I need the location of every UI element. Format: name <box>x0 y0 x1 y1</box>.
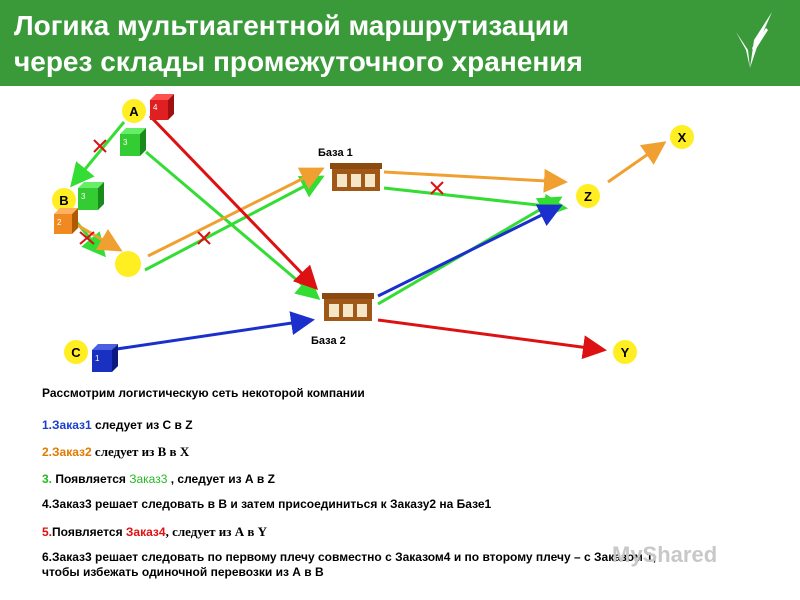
box-1-icon: 1 <box>92 344 118 372</box>
orange-routes <box>71 141 667 258</box>
intermediate-node <box>115 251 141 277</box>
step-2: 2.Заказ2 следует из В в X <box>42 444 189 460</box>
cancel-mark-icon <box>79 231 95 245</box>
box-4-icon: 4 <box>150 94 174 120</box>
box-3-label: 3 <box>123 138 128 147</box>
step-5-pre: Появляется <box>52 525 126 539</box>
node-y-label: Y <box>621 345 630 360</box>
cancel-marks <box>79 139 444 245</box>
logo-icon <box>736 12 772 68</box>
node-x: X <box>670 125 694 149</box>
intro-text: Рассмотрим логистическую сеть некоторой … <box>42 386 365 400</box>
red-routes <box>148 114 607 360</box>
step-1-order: Заказ1 <box>52 418 92 432</box>
step-2-order: Заказ2 <box>52 445 92 459</box>
box-2-label: 2 <box>57 218 62 227</box>
step-2-text: следует из В в X <box>91 444 190 459</box>
node-c: C <box>64 340 88 364</box>
cancel-mark-icon <box>93 139 107 153</box>
step-4: 4.Заказ3 решает следовать в В и затем пр… <box>42 497 492 511</box>
warehouse-base2-icon <box>322 293 374 321</box>
step-1-num: 1. <box>42 418 53 432</box>
step-3-pre: Появляется <box>52 472 130 486</box>
step-5-num: 5. <box>42 525 53 539</box>
box-1-label: 1 <box>95 354 100 363</box>
node-c-label: C <box>71 345 81 360</box>
node-z: Z <box>576 184 600 208</box>
node-a: A <box>122 99 146 123</box>
cancel-mark-icon <box>197 231 211 245</box>
routing-diagram: База 1 База 2 A B C X Z Y 4 <box>52 94 694 372</box>
box-3-icon: 3 <box>120 128 146 156</box>
box-3-at-b-label: 3 <box>81 192 86 201</box>
base1-label: База 1 <box>318 147 353 159</box>
step-3-num: 3. <box>42 472 53 486</box>
step-5: 5.Появляется Заказ4, следует из А в Y <box>42 524 267 540</box>
step-3-order: Заказ3 <box>129 472 168 486</box>
warehouse-base1-icon <box>330 163 382 191</box>
step-3-text: , следует из А в Z <box>167 472 275 486</box>
slide-title: Логика мультиагентной маршрутизации чере… <box>14 8 714 80</box>
step-2-num: 2. <box>42 445 53 459</box>
box-3-at-b-icon: 3 <box>78 182 104 210</box>
step-1: 1.Заказ1 следует из С в Z <box>42 418 193 433</box>
title-line-1: Логика мультиагентной маршрутизации <box>14 10 570 41</box>
step-6-line-2: чтобы избежать одиночной перевозки из А … <box>42 565 324 579</box>
title-line-2: через склады промежуточного хранения <box>14 46 583 77</box>
step-6-line-1: 6.Заказ3 решает следовать по первому пле… <box>42 550 657 564</box>
step-1-text: следует из С в Z <box>91 418 193 432</box>
box-2-icon: 2 <box>54 208 78 234</box>
cancel-mark-icon <box>430 181 444 195</box>
step-5-text: , следует из А в Y <box>165 524 268 539</box>
node-a-label: A <box>129 104 139 119</box>
node-z-label: Z <box>584 189 592 204</box>
box-4-label: 4 <box>153 103 158 112</box>
blue-routes <box>109 204 563 352</box>
base2-label: База 2 <box>311 335 346 347</box>
node-b-label: B <box>59 193 68 208</box>
step-3: 3. Появляется Заказ3 , следует из А в Z <box>42 472 275 487</box>
node-b: B <box>52 188 76 212</box>
step-6: 6.Заказ3 решает следовать по первому пле… <box>42 550 656 580</box>
watermark: MyShared <box>612 542 718 567</box>
node-y: Y <box>613 340 637 364</box>
step-5-order: Заказ4 <box>125 525 166 539</box>
node-x-label: X <box>678 130 687 145</box>
header-banner: Логика мультиагентной маршрутизации чере… <box>0 0 800 86</box>
